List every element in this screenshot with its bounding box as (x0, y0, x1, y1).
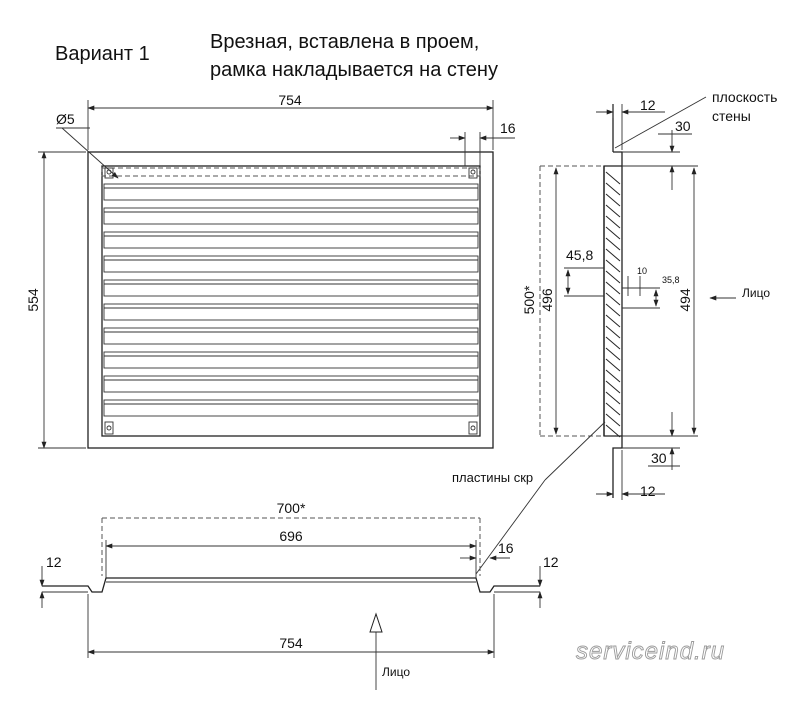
bottom-opening-label: 700* (277, 500, 306, 516)
hatch-line (605, 182, 621, 196)
side-profile (603, 151, 623, 498)
slat (103, 255, 479, 273)
hole-circle (470, 169, 476, 175)
corner-hole (468, 167, 478, 179)
bottom-profile (42, 577, 540, 593)
description-line-2: рамка накладывается на стену (210, 59, 498, 81)
hatch-line (605, 303, 621, 317)
thickness-top-label: 12 (640, 97, 656, 113)
wall-plane-label-2: стены (712, 108, 751, 124)
hatch-line (605, 402, 621, 416)
front-edge-label: 16 (500, 120, 516, 136)
hatch-line (605, 347, 621, 361)
face-arrow-head (369, 612, 383, 633)
slat (103, 231, 479, 249)
slat (103, 183, 479, 201)
side-opening-label: 500* (521, 285, 537, 314)
hatch-line (605, 369, 621, 383)
front-outer-frame (87, 151, 494, 449)
description-line-1: Врезная, вставлена в проем, (210, 31, 479, 53)
hatch-line (605, 270, 621, 284)
bottom-view: 700* 696 16 12 12 754 Лицо (39, 500, 559, 690)
hatch-line (605, 237, 621, 251)
hatch-line (605, 193, 621, 207)
bottom-thickness-left: 12 (46, 554, 62, 570)
side-view: 500* 496 494 45,8 10 35,8 12 30 плоско (452, 89, 777, 575)
slat (103, 279, 479, 297)
front-view: 754 554 Ø5 16 (25, 92, 516, 449)
hatch-line (605, 314, 621, 328)
corner-hole (468, 421, 478, 435)
slat (103, 207, 479, 225)
plates-label: пластины скр (452, 470, 533, 485)
plates-leader (475, 479, 546, 575)
hatch-line (605, 281, 621, 295)
hole-circle (106, 425, 112, 431)
slat (103, 399, 479, 417)
blade-pitch-label: 45,8 (566, 247, 593, 263)
bottom-thickness-right: 12 (543, 554, 559, 570)
hatch-line (605, 391, 621, 405)
hatch-line (605, 204, 621, 218)
slat (103, 327, 479, 345)
hole-leader (61, 127, 119, 179)
hatch-line (605, 171, 621, 185)
side-hatch (605, 171, 621, 438)
hatch-line (605, 325, 621, 339)
hatch-line (605, 259, 621, 273)
face-label-side: Лицо (742, 286, 770, 300)
hole-circle (106, 169, 112, 175)
hole-circle (470, 425, 476, 431)
watermark: servicеind.ru (576, 638, 725, 665)
flange-bottom-label: 30 (651, 450, 667, 466)
hatch-line (605, 248, 621, 262)
bottom-inner-width-label: 696 (279, 528, 303, 544)
hatch-line (605, 292, 621, 306)
hatch-line (605, 380, 621, 394)
front-width-label: 754 (278, 92, 302, 108)
slats-group (103, 183, 479, 417)
wall-plane-label-1: плоскость (712, 89, 777, 105)
face-label-bottom: Лицо (382, 665, 410, 679)
blade-depth-label: 35,8 (662, 275, 680, 285)
hatch-line (605, 413, 621, 427)
wall-leader (614, 96, 707, 149)
hatch-line (605, 424, 621, 438)
bottom-overall-width-label: 754 (279, 635, 303, 651)
plates-leader (544, 421, 606, 481)
front-hidden-top (101, 167, 481, 177)
hatch-line (605, 358, 621, 372)
hole-diameter-label: Ø5 (56, 111, 75, 127)
hatch-line (605, 226, 621, 240)
slat (103, 375, 479, 393)
slat (103, 303, 479, 321)
thickness-bottom-label: 12 (640, 483, 656, 499)
blade-step-label: 10 (637, 266, 647, 276)
front-inner-frame (101, 165, 481, 437)
slat (103, 351, 479, 369)
variant-title: Вариант 1 (55, 43, 150, 65)
hatch-line (605, 215, 621, 229)
hatch-line (605, 336, 621, 350)
front-height-label: 554 (25, 288, 41, 312)
flange-top-label: 30 (675, 118, 691, 134)
corner-hole (104, 421, 114, 435)
side-outer-height-label: 494 (677, 288, 693, 312)
side-inner-height-label: 496 (539, 288, 555, 312)
bottom-edge-label: 16 (498, 540, 514, 556)
